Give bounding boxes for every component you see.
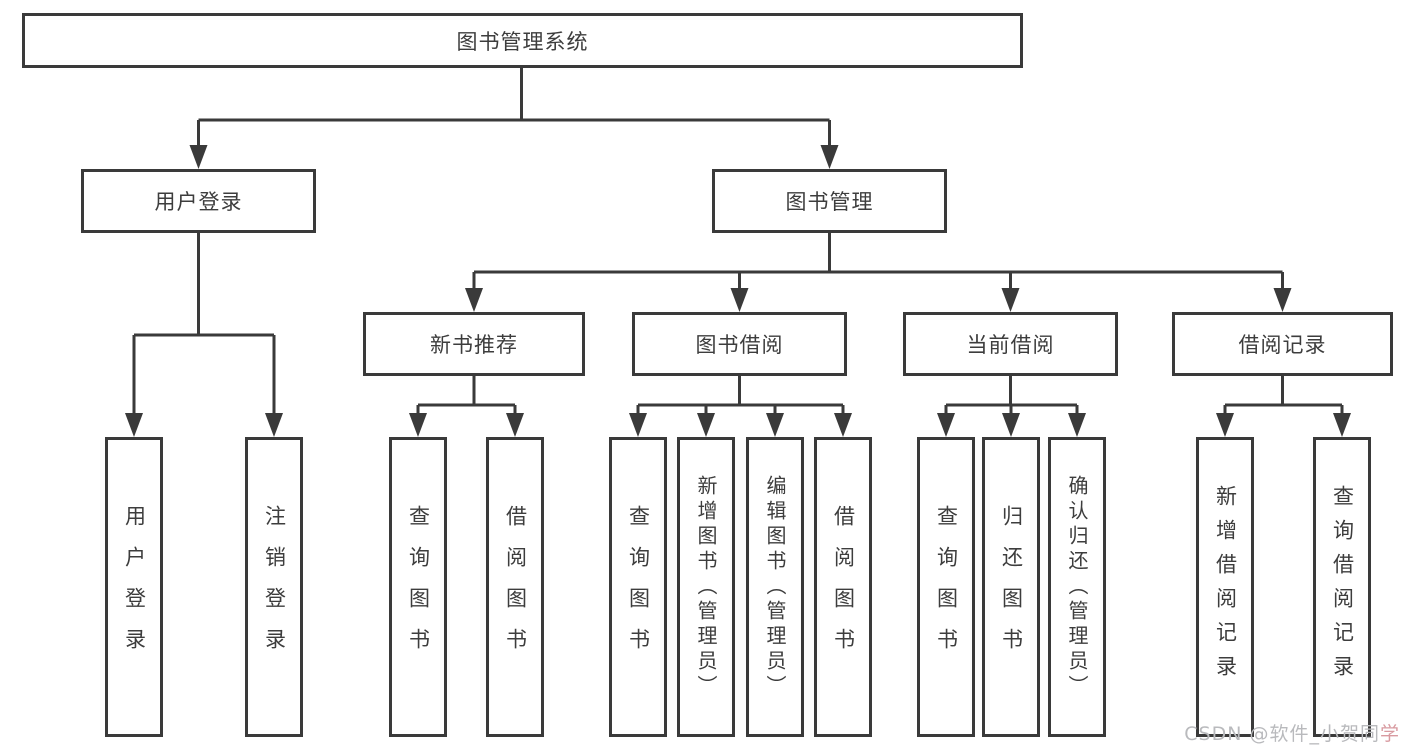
arrow-icon	[1068, 413, 1086, 437]
watermark-accent: 学	[1379, 723, 1400, 745]
connector-new-book-rec-children	[416, 376, 517, 415]
arrow-icon	[834, 413, 852, 437]
arrow-icon	[1333, 413, 1351, 437]
arrow-icon	[189, 145, 208, 169]
watermark-text: CSDN @软件_小贺同	[1184, 723, 1380, 745]
node-book-mgmt: 图书管理	[712, 169, 947, 233]
node-leaf-br-add-record: 新增借阅记录	[1196, 437, 1254, 737]
node-borrow-record: 借阅记录	[1172, 312, 1393, 376]
arrow-icon	[937, 413, 955, 437]
connector-book-borrow-children	[636, 376, 845, 415]
node-new-book-rec: 新书推荐	[363, 312, 585, 376]
connector-user-login-children	[132, 233, 276, 415]
node-leaf-rec-query-book: 查询图书	[389, 437, 447, 737]
arrow-icon	[820, 145, 839, 169]
arrow-icon	[730, 288, 749, 312]
arrow-icon	[265, 413, 283, 437]
connector-current-borrow-children	[944, 376, 1079, 415]
arrow-icon	[409, 413, 427, 437]
node-current-borrow: 当前借阅	[903, 312, 1118, 376]
arrow-icon	[125, 413, 143, 437]
connector-borrow-record-children	[1223, 376, 1344, 415]
arrow-icon	[1002, 413, 1020, 437]
arrow-icon	[766, 413, 784, 437]
node-book-borrow: 图书借阅	[632, 312, 847, 376]
node-leaf-user-login: 用户登录	[105, 437, 163, 737]
connector-book-mgmt-to-level3	[472, 233, 1284, 290]
node-user-login: 用户登录	[81, 169, 316, 233]
node-leaf-logout: 注销登录	[245, 437, 303, 737]
node-leaf-bb-query-book: 查询图书	[609, 437, 667, 737]
node-leaf-bb-edit-book: 编辑图书（管理员）	[746, 437, 804, 737]
watermark: CSDN @软件_小贺同学	[1184, 719, 1400, 746]
arrowheads	[125, 145, 1351, 437]
arrow-icon	[1216, 413, 1234, 437]
arrow-icon	[1273, 288, 1292, 312]
node-leaf-bb-add-book: 新增图书（管理员）	[677, 437, 735, 737]
node-leaf-cb-confirm-return: 确认归还（管理员）	[1048, 437, 1106, 737]
node-leaf-bb-borrow-book: 借阅图书	[814, 437, 872, 737]
arrow-icon	[697, 413, 715, 437]
arrow-icon	[465, 288, 483, 312]
node-leaf-br-query-record: 查询借阅记录	[1313, 437, 1371, 737]
arrow-icon	[1001, 288, 1020, 312]
node-library-system: 图书管理系统	[22, 13, 1023, 68]
connector-root-to-level2	[197, 68, 831, 147]
node-leaf-cb-query-book: 查询图书	[917, 437, 975, 737]
node-leaf-rec-borrow-book: 借阅图书	[486, 437, 544, 737]
arrow-icon	[629, 413, 647, 437]
node-leaf-cb-return-book: 归还图书	[982, 437, 1040, 737]
arrow-icon	[506, 413, 524, 437]
